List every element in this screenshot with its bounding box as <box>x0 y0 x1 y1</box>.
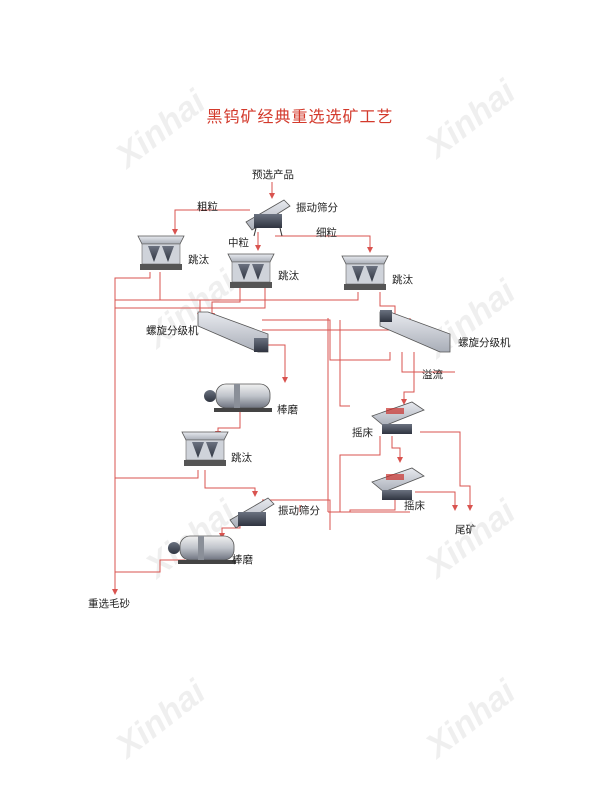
node-label-rod-mill-1: 棒磨 <box>277 404 298 416</box>
node-label-shaking-table-2: 摇床 <box>404 500 425 512</box>
node-label-rod-mill-2: 棒磨 <box>232 554 253 566</box>
node-label-shaking-table-1: 摇床 <box>352 427 373 439</box>
spiral-classifier-icon <box>197 311 269 353</box>
jig-icon <box>137 235 185 270</box>
node-label-fine: 细粒 <box>316 227 337 239</box>
rod-mill-icon <box>204 383 272 412</box>
rod-mill-icon <box>168 535 236 564</box>
node-label-vibrating-screen-1: 振动筛分 <box>296 202 338 214</box>
jig-icon <box>227 253 275 288</box>
node-label-jig-3: 跳汰 <box>392 274 413 286</box>
node-label-overflow: 溢流 <box>422 369 443 381</box>
node-label-spiral-classifier-1: 螺旋分级机 <box>146 325 199 337</box>
node-label-jig-4: 跳汰 <box>231 452 252 464</box>
node-label-tailings: 尾矿 <box>455 524 476 536</box>
node-label-preselection: 预选产品 <box>252 169 294 181</box>
vibrating-screen-icon <box>245 199 291 237</box>
node-label-jig-1: 跳汰 <box>188 254 209 266</box>
node-label-gravity-rough-concentrate: 重选毛砂 <box>88 598 130 610</box>
jig-icon <box>341 255 389 290</box>
vibrating-screen-icon <box>229 497 275 529</box>
node-label-medium: 中粒 <box>228 237 249 249</box>
node-label-jig-2: 跳汰 <box>278 270 299 282</box>
diagram-title: 黑钨矿经典重选选矿工艺 <box>206 107 394 126</box>
node-label-coarse: 粗粒 <box>197 201 218 213</box>
spiral-classifier-icon <box>379 310 451 353</box>
node-label-vibrating-screen-2: 振动筛分 <box>278 505 320 517</box>
shaking-table-icon <box>371 467 425 500</box>
jig-icon <box>181 431 229 466</box>
node-label-spiral-classifier-2: 螺旋分级机 <box>458 337 511 349</box>
shaking-table-icon <box>371 401 425 434</box>
